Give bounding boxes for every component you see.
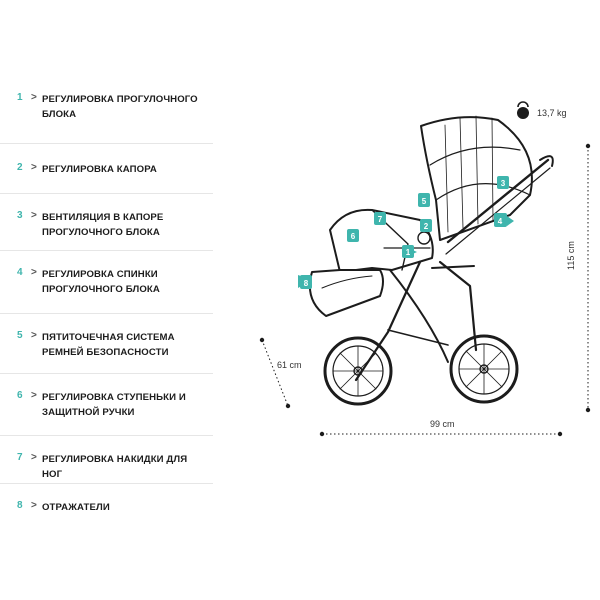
feature-number: 3 bbox=[17, 210, 23, 221]
feature-item-4: 4 > РЕГУЛИРОВКА СПИНКИ ПРОГУЛОЧНОГО БЛОК… bbox=[0, 251, 213, 314]
chevron-right-icon: > bbox=[31, 390, 37, 401]
feature-label: ПЯТИТОЧЕЧНАЯ СИСТЕМА РЕМНЕЙ БЕЗОПАСНОСТИ bbox=[42, 332, 175, 358]
marker-4: 4 bbox=[494, 213, 514, 227]
feature-item-1: 1 > РЕГУЛИРОВКА ПРОГУЛОЧНОГО БЛОКА bbox=[0, 92, 213, 144]
feature-number: 6 bbox=[17, 390, 23, 401]
height-dimension-label: 115 cm bbox=[566, 241, 576, 270]
marker-7-label: 7 bbox=[378, 215, 383, 224]
marker-3-label: 3 bbox=[501, 179, 506, 188]
marker-2: 2 bbox=[420, 219, 432, 232]
chevron-right-icon: > bbox=[31, 452, 37, 463]
marker-7: 7 bbox=[374, 212, 386, 225]
chevron-right-icon: > bbox=[31, 267, 37, 278]
feature-item-6: 6 > РЕГУЛИРОВКА СТУПЕНЬКИ И ЗАЩИТНОЙ РУЧ… bbox=[0, 374, 213, 436]
marker-5: 5 bbox=[418, 193, 430, 207]
weight-label: 13,7 kg bbox=[537, 108, 567, 118]
feature-label: ВЕНТИЛЯЦИЯ В КАПОРЕ ПРОГУЛОЧНОГО БЛОКА bbox=[42, 212, 164, 238]
chevron-right-icon: > bbox=[31, 92, 37, 103]
feature-item-2: 2 > РЕГУЛИРОВКА КАПОРА bbox=[0, 144, 213, 194]
feature-label: РЕГУЛИРОВКА СПИНКИ ПРОГУЛОЧНОГО БЛОКА bbox=[42, 269, 160, 295]
feature-list: 1 > РЕГУЛИРОВКА ПРОГУЛОЧНОГО БЛОКА 2 > Р… bbox=[0, 92, 213, 524]
feature-item-5: 5 > ПЯТИТОЧЕЧНАЯ СИСТЕМА РЕМНЕЙ БЕЗОПАСН… bbox=[0, 314, 213, 374]
feature-label: РЕГУЛИРОВКА ПРОГУЛОЧНОГО БЛОКА bbox=[42, 94, 198, 120]
feature-item-3: 3 > ВЕНТИЛЯЦИЯ В КАПОРЕ ПРОГУЛОЧНОГО БЛО… bbox=[0, 194, 213, 251]
feature-number: 4 bbox=[17, 267, 23, 278]
chevron-right-icon: > bbox=[31, 210, 37, 221]
feature-item-7: 7 > РЕГУЛИРОВКА НАКИДКИ ДЛЯ НОГ bbox=[0, 436, 213, 484]
feature-number: 7 bbox=[17, 452, 23, 463]
marker-8-label: 8 bbox=[304, 279, 309, 288]
kettlebell-icon bbox=[517, 101, 529, 119]
marker-1-label: 1 bbox=[406, 248, 411, 257]
feature-number: 5 bbox=[17, 330, 23, 341]
chevron-right-icon: > bbox=[31, 330, 37, 341]
width-dimension-label: 61 cm bbox=[277, 360, 302, 370]
dimension-endpoints bbox=[259, 143, 591, 437]
stroller-illustration bbox=[308, 115, 554, 406]
feature-label: РЕГУЛИРОВКА КАПОРА bbox=[42, 164, 157, 175]
feature-label: РЕГУЛИРОВКА НАКИДКИ ДЛЯ НОГ bbox=[42, 454, 188, 480]
feature-number: 8 bbox=[17, 500, 23, 511]
marker-1: 1 bbox=[402, 245, 417, 258]
feature-markers: 1 2 3 4 5 6 7 8 bbox=[298, 176, 514, 289]
marker-2-label: 2 bbox=[424, 222, 429, 231]
feature-item-8: 8 > ОТРАЖАТЕЛИ bbox=[0, 484, 213, 524]
marker-3: 3 bbox=[497, 176, 509, 189]
marker-6-label: 6 bbox=[351, 232, 356, 241]
length-dimension-label: 99 cm bbox=[430, 419, 455, 429]
dimension-lines bbox=[261, 146, 589, 435]
chevron-right-icon: > bbox=[31, 162, 37, 173]
marker-4-label: 4 bbox=[498, 217, 503, 226]
feature-number: 1 bbox=[17, 92, 23, 103]
feature-label: РЕГУЛИРОВКА СТУПЕНЬКИ И ЗАЩИТНОЙ РУЧКИ bbox=[42, 392, 186, 418]
feature-label: ОТРАЖАТЕЛИ bbox=[42, 502, 110, 513]
marker-5-label: 5 bbox=[422, 197, 427, 206]
feature-number: 2 bbox=[17, 162, 23, 173]
marker-8: 8 bbox=[298, 275, 312, 289]
marker-6: 6 bbox=[347, 229, 359, 242]
chevron-right-icon: > bbox=[31, 500, 37, 511]
